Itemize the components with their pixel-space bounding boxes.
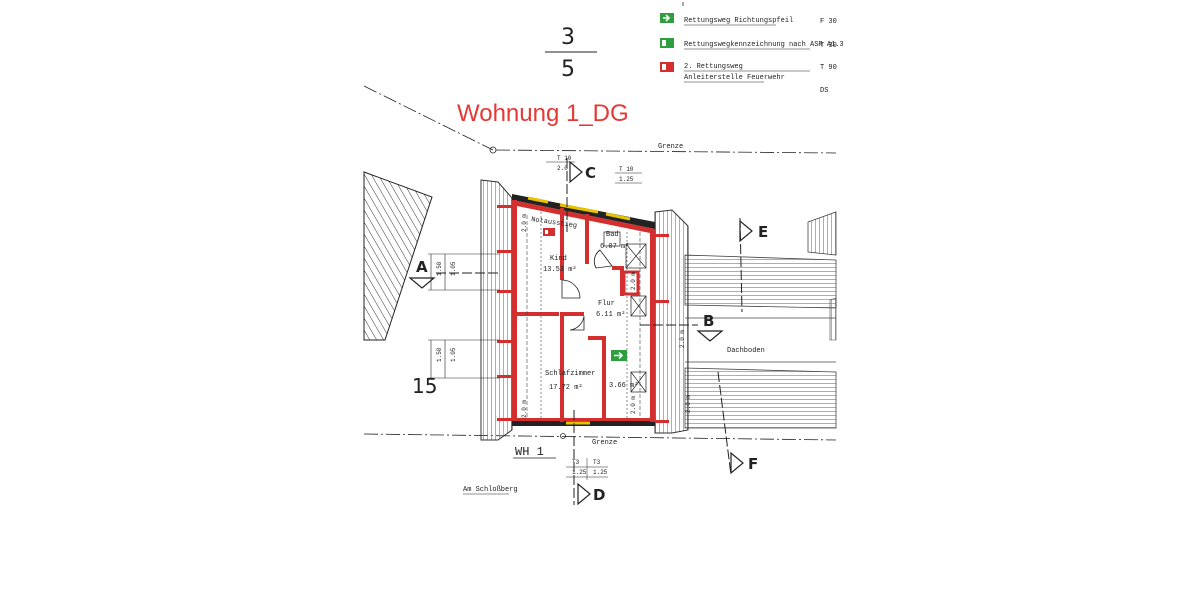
sill-height: 2.0 m — [630, 272, 637, 290]
room-flur-name: Flur — [598, 300, 615, 308]
room-bad-area: 6.07 m² — [600, 243, 629, 251]
wall-bad-left — [585, 214, 589, 264]
room-schlaf-name: Schlafzimmer — [545, 370, 595, 378]
dim-top-c: T 10 — [557, 155, 572, 162]
wall-kind-right — [560, 208, 564, 280]
room-kind-area: 13.53 m² — [543, 266, 577, 274]
window-top-3 — [605, 212, 631, 221]
shaft-marks — [603, 231, 647, 393]
wall-schlaf-right — [560, 312, 564, 422]
dim-bot-1b: 1.25 — [572, 469, 587, 476]
wall-right — [650, 230, 655, 422]
room-bad-name: Bad — [606, 231, 619, 239]
section-f: F — [717, 371, 758, 476]
section-e-label: E — [758, 223, 768, 241]
neighbour-building — [363, 171, 433, 341]
roof-lower — [684, 367, 837, 429]
legend-code-0: F 30 — [820, 18, 837, 26]
legend-label-1: Rettungswegkennzeichnung nach ASR A1.3 — [684, 41, 844, 49]
sill-height: 2.0 m — [630, 396, 637, 414]
dim-left-1b: 1.05 — [450, 261, 457, 276]
window-top-2 — [559, 203, 599, 214]
plot-number: 15 — [412, 374, 437, 398]
sill-height: 2.0 m — [679, 330, 686, 348]
legend-sublabel-2: Anleiterstelle Feuerwehr — [684, 74, 785, 82]
fraction-denominator: 5 — [561, 57, 575, 82]
dim-left-1: 1.50 — [436, 261, 443, 276]
wall-bad-right-stub — [620, 266, 624, 296]
room-schlaf-area: 17.72 m² — [549, 384, 583, 392]
wh-label: WH 1 — [515, 445, 544, 459]
roof-far — [807, 211, 837, 256]
boundary-point-bottom — [560, 433, 566, 439]
roof-far-b — [829, 297, 837, 341]
wall-bad-bottom — [612, 266, 622, 270]
wall-left — [512, 200, 517, 425]
door-swing-schlaf — [569, 315, 585, 331]
gable-right — [654, 209, 689, 434]
section-a-label: A — [416, 258, 428, 276]
section-c: C — [566, 158, 596, 232]
property-line-top-h — [495, 149, 837, 154]
room-flur-area: 6.11 m² — [596, 311, 625, 319]
left-dimensions — [428, 253, 500, 379]
legend: Rettungsweg Richtungspfeil F 30 Rettungs… — [660, 2, 844, 95]
sill-height: 2.0 m — [521, 400, 528, 418]
wall-bottom-red — [512, 418, 655, 421]
exit-sign-swatch — [660, 38, 674, 48]
legend-code-3: DS — [820, 87, 828, 95]
wall-small-top — [588, 336, 606, 340]
dim-top-r-b: 1.25 — [619, 176, 634, 183]
dim-bot-2: T3 — [593, 459, 601, 466]
section-a: A — [408, 258, 500, 289]
street-label: Am Schloßberg — [463, 486, 518, 494]
door-swing-kind — [561, 279, 581, 299]
dim-top-r: T 10 — [619, 166, 634, 173]
property-line-bottom — [363, 433, 837, 441]
arrow-right-icon — [663, 14, 671, 22]
window-icon — [662, 64, 666, 70]
fraction-numerator: 3 — [561, 25, 575, 50]
rescue-sign-swatch — [660, 62, 674, 72]
wall-shaft — [622, 270, 640, 296]
apartment-walls — [497, 194, 669, 426]
dim-bot-2b: 1.25 — [593, 469, 608, 476]
section-b: B — [640, 312, 724, 342]
legend-label-0: Rettungsweg Richtungspfeil — [684, 17, 793, 25]
room-small-area: 3.66 m² — [609, 382, 638, 390]
section-b-label: B — [703, 312, 714, 330]
door-icon — [662, 40, 666, 46]
property-line-top — [363, 85, 494, 151]
roof-upper — [684, 254, 837, 309]
legend-code-2: T 90 — [820, 64, 837, 72]
dim-left-2b: 1.05 — [450, 347, 457, 362]
wall-kind-schlaf — [517, 312, 559, 316]
grenze-bottom-label: Grenze — [592, 439, 617, 447]
wall-schlaf-corner — [560, 312, 584, 316]
window-top-1 — [527, 196, 549, 204]
dim-left-2: 1.50 — [436, 347, 443, 362]
dachboden-label: Dachboden — [727, 347, 765, 355]
grenze-top-label: Grenze — [658, 143, 683, 151]
section-c-label: C — [585, 164, 596, 182]
door-swing-bad — [593, 249, 613, 269]
rescue-window-sign — [543, 228, 555, 236]
plan-title: Wohnung 1_DG — [457, 100, 629, 127]
wall-top-red — [512, 200, 655, 234]
sill-height: 2.0 m — [521, 214, 528, 232]
legend-label-2: 2. Rettungsweg — [684, 63, 743, 71]
section-e: E — [739, 217, 768, 313]
room-kind-name: Kind — [550, 255, 567, 263]
arrow-right-icon — [614, 351, 624, 360]
legend-code-1: T 30 — [820, 42, 837, 50]
wall-small-left — [602, 336, 606, 420]
sill-height: 2.0 m — [685, 395, 692, 413]
gable-left — [480, 179, 513, 441]
section-f-label: F — [748, 455, 758, 473]
section-d: D — [573, 410, 605, 506]
section-d-label: D — [593, 486, 605, 504]
dim-top-c-b: 2.0 — [557, 165, 568, 172]
dim-bot-1: T3 — [572, 459, 580, 466]
